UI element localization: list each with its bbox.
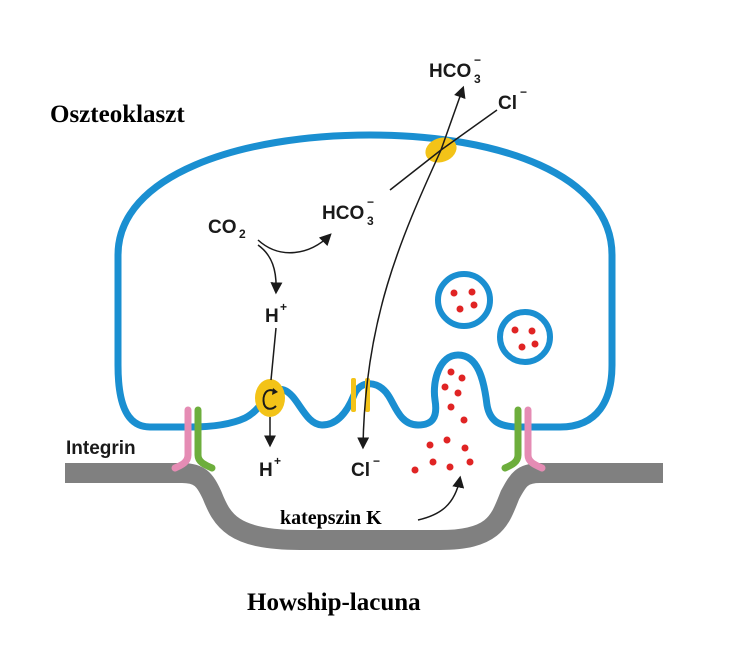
h-inner-label: H + bbox=[265, 300, 287, 327]
svg-text:3: 3 bbox=[474, 72, 481, 86]
lacuna-title: Howship-lacuna bbox=[247, 589, 421, 616]
cl-lacuna-label: Cl − bbox=[351, 454, 380, 481]
integrin-right bbox=[501, 406, 546, 472]
hco3-outer-label: HCO 3 − bbox=[429, 53, 481, 86]
co2-to-hco3-arrow bbox=[257, 233, 332, 254]
bone-surface bbox=[65, 463, 663, 550]
svg-text:3: 3 bbox=[367, 214, 374, 228]
svg-text:CO: CO bbox=[208, 217, 237, 238]
vesicle bbox=[435, 271, 493, 329]
svg-text:+: + bbox=[274, 454, 281, 468]
svg-text:Cl: Cl bbox=[351, 460, 370, 481]
svg-text:HCO: HCO bbox=[322, 203, 364, 224]
cell-title: Oszteoklaszt bbox=[50, 101, 185, 128]
svg-text:−: − bbox=[373, 454, 380, 468]
h-lacuna-label: H + bbox=[259, 454, 281, 481]
svg-text:−: − bbox=[520, 85, 527, 99]
h-to-pump-line bbox=[270, 327, 277, 381]
osteoclast-membrane bbox=[114, 131, 616, 431]
hco3-out-line bbox=[389, 149, 442, 191]
svg-text:Cl: Cl bbox=[498, 93, 517, 114]
co2-to-h-arrow bbox=[257, 244, 283, 295]
svg-text:H: H bbox=[265, 306, 279, 327]
cl-to-lacuna-arrow bbox=[357, 149, 442, 450]
cl-in-line bbox=[440, 109, 498, 151]
cathepsin-arrow bbox=[417, 475, 465, 521]
proton-pump-rotation-icon bbox=[262, 389, 277, 410]
hco3-inner-label: HCO 3 − bbox=[322, 195, 374, 228]
svg-text:+: + bbox=[280, 300, 287, 314]
hco3-out-arrow bbox=[440, 85, 466, 151]
cathepsin-dots bbox=[411, 288, 539, 474]
co2-label: CO 2 bbox=[208, 217, 246, 241]
svg-text:HCO: HCO bbox=[429, 61, 471, 82]
vesicle bbox=[497, 309, 553, 365]
svg-text:−: − bbox=[474, 53, 481, 67]
cl-outer-label: Cl − bbox=[498, 85, 527, 114]
integrin-left bbox=[171, 406, 216, 472]
svg-text:H: H bbox=[259, 460, 273, 481]
cathepsin-label: katepszin K bbox=[280, 507, 382, 529]
proton-pump bbox=[255, 379, 285, 417]
svg-text:2: 2 bbox=[239, 227, 246, 241]
integrin-label: Integrin bbox=[66, 438, 136, 459]
svg-text:−: − bbox=[367, 195, 374, 209]
